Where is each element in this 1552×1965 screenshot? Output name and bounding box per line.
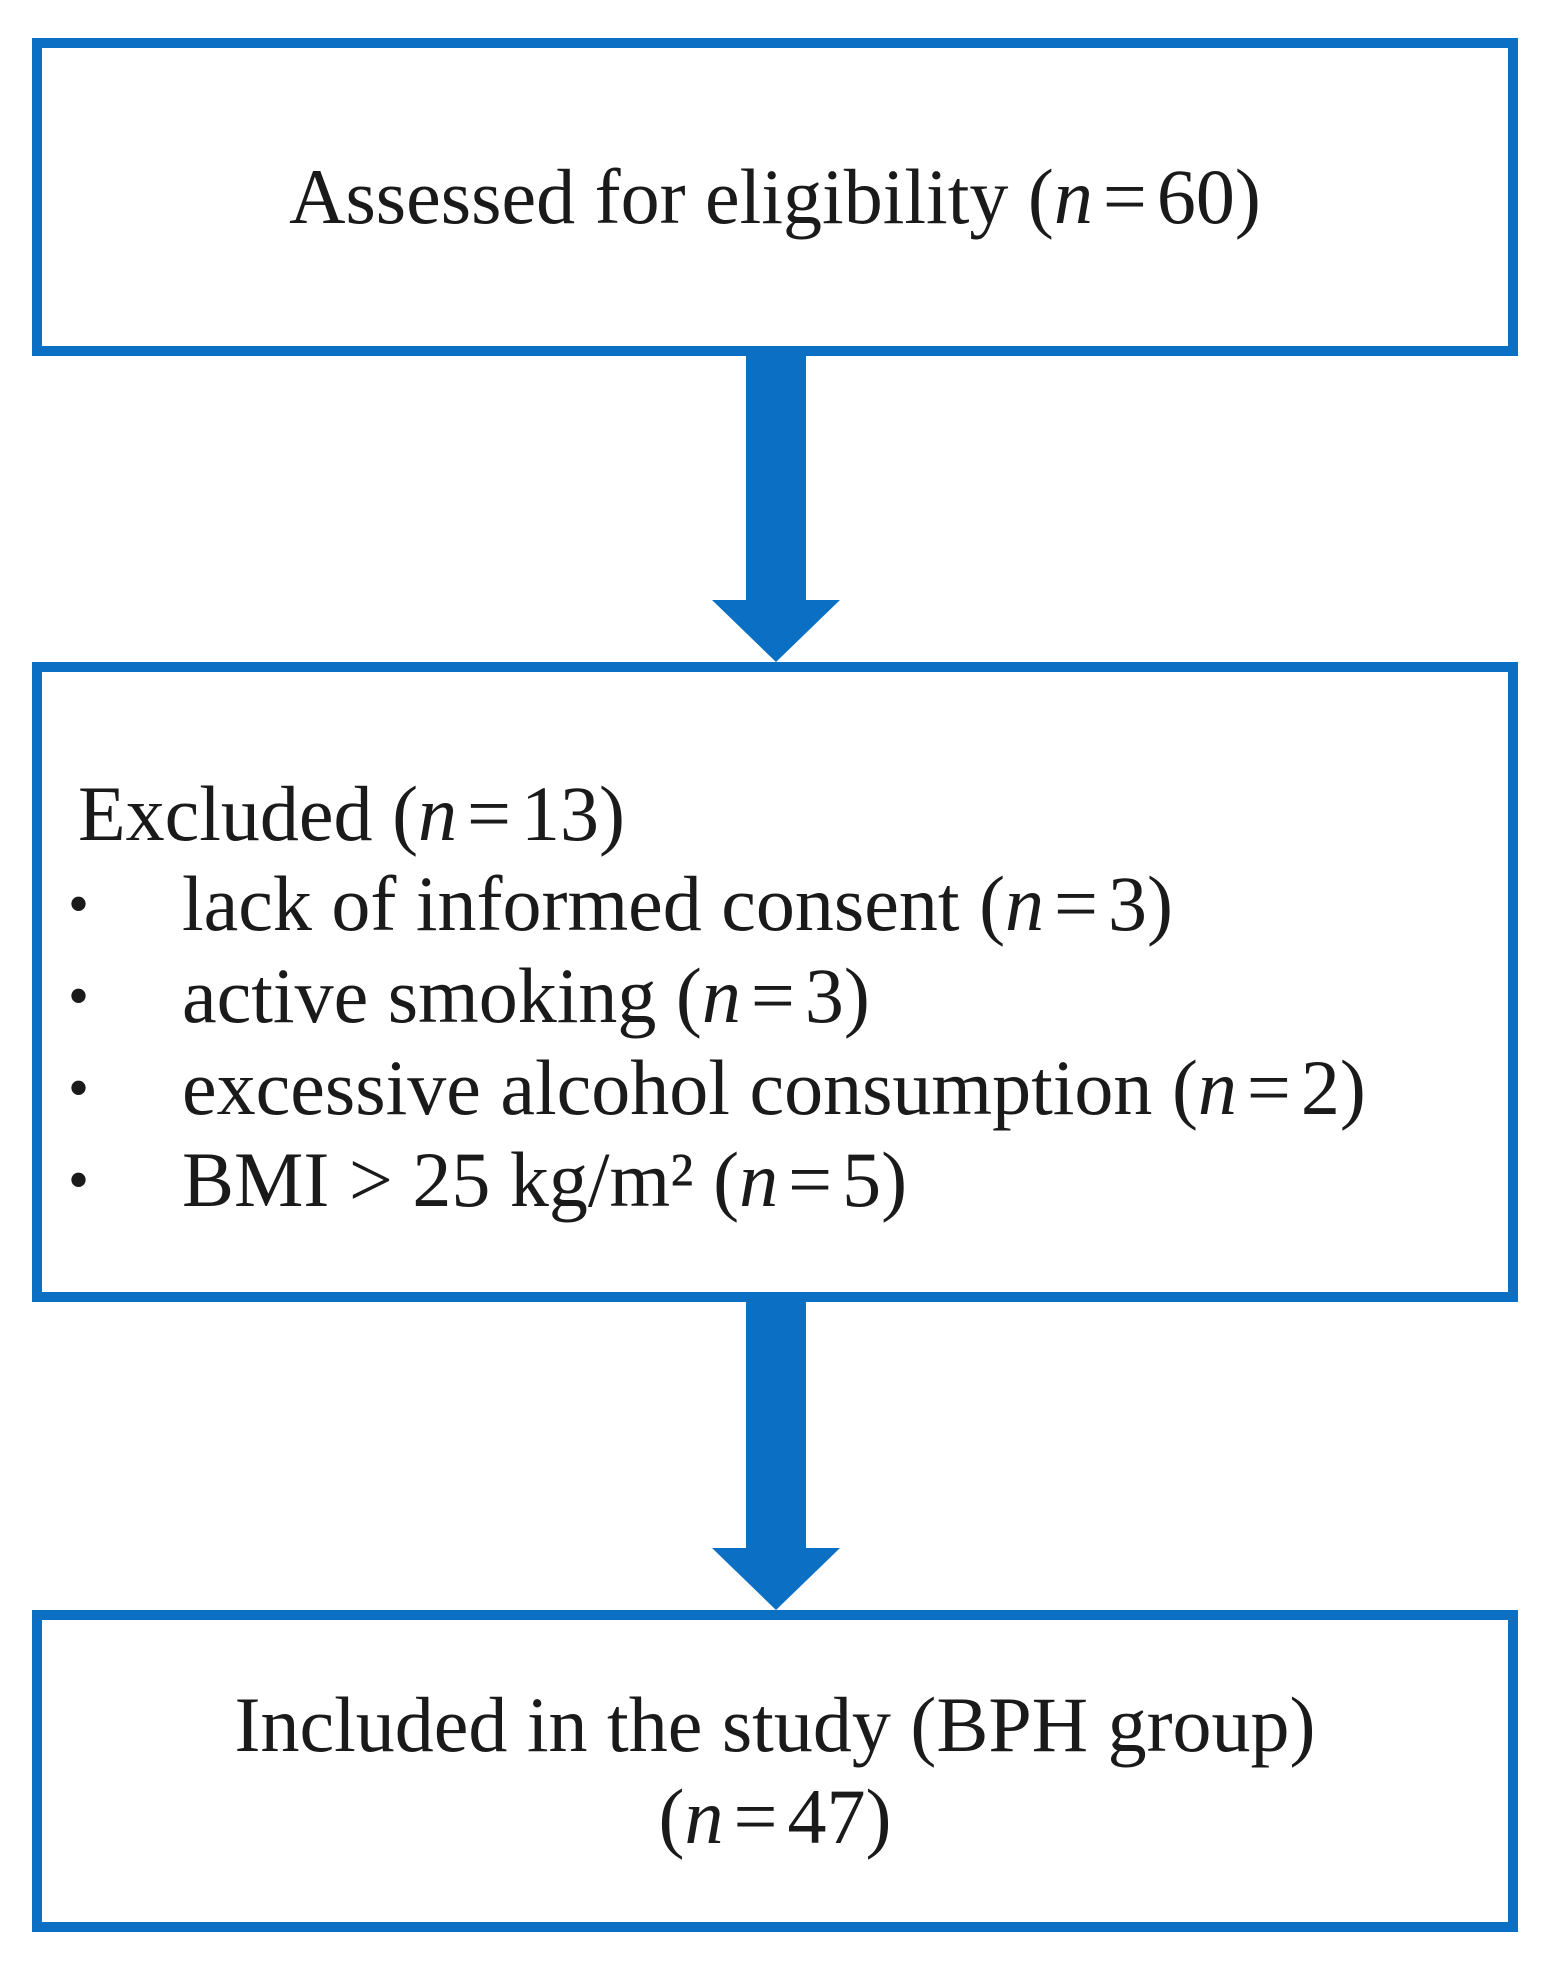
assessed-equals: = (1102, 153, 1147, 240)
excluded-label: Excluded (78, 770, 373, 857)
included-n-symbol: n (684, 1773, 724, 1860)
included-box: Included in the study (BPH group) (n=47) (32, 1610, 1518, 1932)
assessed-n-symbol: n (1053, 153, 1093, 240)
excluded-equals: = (467, 770, 512, 857)
excluded-n-symbol: n (418, 770, 458, 857)
excluded-title: Excluded (n=13) (78, 770, 626, 857)
list-item-n-symbol: n (739, 1136, 779, 1223)
arrow-down-2 (712, 1302, 840, 1610)
list-item-count: 3 (1108, 860, 1148, 947)
list-item-n-symbol: n (1197, 1044, 1237, 1131)
included-count: 47 (787, 1773, 866, 1860)
list-item-count: 3 (804, 952, 844, 1039)
included-label: Included in the study (BPH group) (234, 1681, 1316, 1768)
bullet-icon: • (68, 871, 90, 937)
list-item-label: active smoking (182, 952, 657, 1039)
list-item-text: BMI > 25 kg/m² (n=5) (182, 1136, 908, 1223)
list-item-equals: = (1246, 1044, 1291, 1131)
bullet-icon: • (68, 1147, 90, 1213)
included-count-line: (n=47) (658, 1773, 892, 1860)
assessed-label: Assessed for eligibility (289, 153, 1009, 240)
assessed-text: Assessed for eligibility (n=60) (289, 153, 1261, 240)
arrow-down-1 (712, 356, 840, 662)
list-item-equals: = (750, 952, 795, 1039)
assessed-count: 60 (1156, 153, 1235, 240)
list-item-text: lack of informed consent (n=3) (182, 860, 1174, 947)
included-equals: = (733, 1773, 778, 1860)
list-item-count: 2 (1300, 1044, 1340, 1131)
list-item: • excessive alcohol consumption (n=2) (42, 1042, 1442, 1134)
list-item-count: 5 (842, 1136, 882, 1223)
bullet-icon: • (68, 963, 90, 1029)
list-item-n-symbol: n (701, 952, 741, 1039)
list-item-text: excessive alcohol consumption (n=2) (182, 1044, 1366, 1131)
list-item: • active smoking (n=3) (42, 950, 1442, 1042)
list-item-equals: = (788, 1136, 833, 1223)
list-item-label: lack of informed consent (182, 860, 960, 947)
assessed-box: Assessed for eligibility (n=60) (32, 38, 1518, 356)
list-item-text: active smoking (n=3) (182, 952, 870, 1039)
list-item: • BMI > 25 kg/m² (n=5) (42, 1134, 1442, 1226)
list-item: • lack of informed consent (n=3) (42, 858, 1442, 950)
list-item-n-symbol: n (1005, 860, 1045, 947)
excluded-count: 13 (521, 770, 600, 857)
list-item-label: BMI > 25 kg/m² (182, 1136, 694, 1223)
list-item-label: excessive alcohol consumption (182, 1044, 1153, 1131)
bullet-icon: • (68, 1055, 90, 1121)
excluded-box: Excluded (n=13) • lack of informed conse… (32, 662, 1518, 1302)
list-item-equals: = (1054, 860, 1099, 947)
